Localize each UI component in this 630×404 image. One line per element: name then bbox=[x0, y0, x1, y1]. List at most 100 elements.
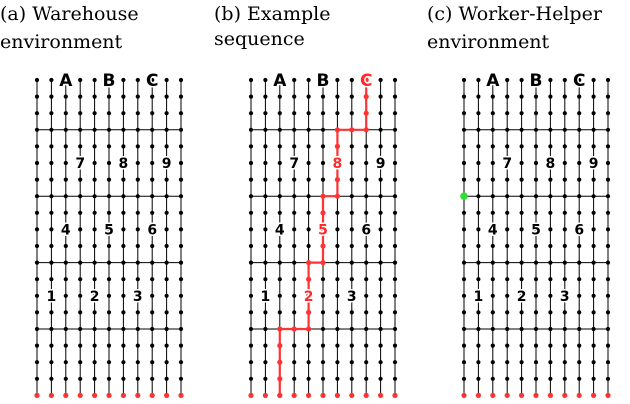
panel-c-grid-node bbox=[505, 343, 510, 348]
panel-a-grid-node bbox=[135, 310, 140, 315]
panel-b-grid-node bbox=[392, 144, 398, 149]
panel-b-grid-node bbox=[392, 94, 398, 99]
panel-a-grid-node bbox=[135, 94, 140, 99]
panel-b-grid-node bbox=[292, 376, 297, 381]
panel-c-grid-node bbox=[605, 227, 611, 232]
panel-c-grid-node bbox=[533, 210, 539, 215]
panel-b-grid-node bbox=[277, 111, 282, 116]
panel-c-grid-node bbox=[505, 144, 510, 149]
panel-a-grid-node bbox=[49, 177, 54, 182]
panel-b-grid-node bbox=[335, 310, 340, 315]
panel-b-grid-node bbox=[263, 343, 268, 348]
panel-b-grid-node bbox=[335, 360, 340, 365]
panel-a-grid-node bbox=[78, 127, 83, 132]
panel-c-grid-node bbox=[548, 77, 553, 83]
panel-b-grid-node bbox=[349, 326, 354, 332]
panel-c-dock-node bbox=[461, 392, 467, 398]
panel-c-grid-node bbox=[476, 127, 481, 132]
panel-a-grid-node bbox=[150, 343, 155, 348]
panel-a-grid-node bbox=[34, 144, 40, 149]
panel-a-grid-node bbox=[164, 111, 169, 116]
panel-b-grid-node bbox=[320, 293, 326, 298]
panel-a-grid-node bbox=[78, 227, 83, 232]
panel-a-grid-node bbox=[49, 210, 54, 215]
panel-b-path-node bbox=[277, 376, 283, 382]
panel-b-grid-node bbox=[292, 293, 297, 298]
panel-a-shelf-label-3: 3 bbox=[133, 289, 143, 305]
panel-a-grid-node bbox=[106, 277, 112, 282]
panel-c-grid-node bbox=[490, 227, 495, 232]
panel-b-grid-node bbox=[277, 293, 282, 298]
panel-c-grid-node bbox=[461, 227, 467, 232]
panel-a-grid-node bbox=[63, 260, 68, 265]
panel-c-grid-node bbox=[591, 127, 596, 132]
panel-b-path-node bbox=[277, 392, 283, 398]
panel-b-dock-node bbox=[334, 392, 340, 398]
panel-a-grid-node bbox=[164, 227, 169, 232]
panel-a-grid-node bbox=[78, 77, 83, 83]
panel-a-grid-node bbox=[178, 343, 184, 348]
panel-a-grid-node bbox=[164, 177, 169, 182]
panel-a-grid-node bbox=[78, 243, 83, 249]
panel-c-grid-node bbox=[548, 127, 553, 132]
panel-b-grid-node bbox=[349, 194, 354, 199]
panel-a-grid-node bbox=[164, 210, 169, 215]
panel-b-grid-node bbox=[277, 260, 282, 265]
panel-b-grid-node bbox=[306, 210, 311, 215]
panel-a-title-line2: environment bbox=[0, 31, 123, 53]
panel-b-grid-node bbox=[349, 77, 354, 83]
panel-b-grid-node bbox=[320, 94, 326, 99]
panel-b-grid-node bbox=[263, 260, 268, 265]
panel-a-grid-node bbox=[150, 260, 155, 265]
panel-c-grid-node bbox=[533, 277, 539, 282]
panel-b-grid-node bbox=[292, 343, 297, 348]
panel-c-shelf-label-3: 3 bbox=[560, 289, 570, 305]
panel-c-grid-node bbox=[461, 293, 467, 298]
panel-c-dock-node bbox=[605, 392, 611, 398]
panel-b-grid-node bbox=[292, 260, 297, 265]
panel-b-path-node bbox=[334, 127, 340, 133]
panel-a-grid-node bbox=[150, 160, 155, 166]
panel-a-grid-node bbox=[178, 177, 184, 182]
panel-c-grid-node bbox=[476, 260, 481, 265]
panel-c-dock-node bbox=[475, 392, 481, 398]
panel-a-grid-node bbox=[121, 177, 126, 182]
panel-a-grid-node bbox=[106, 77, 112, 83]
panel-b-column-label-b: B bbox=[317, 71, 330, 91]
panel-b-grid-node bbox=[263, 326, 268, 332]
panel-a-grid-node bbox=[34, 94, 40, 99]
panel-a-grid-node bbox=[178, 293, 184, 298]
panel-b-grid-node bbox=[349, 360, 354, 365]
panel-c-grid-node bbox=[461, 160, 467, 166]
panel-a-grid-node bbox=[121, 144, 126, 149]
panel-b-dock-node bbox=[306, 392, 312, 398]
panel-a-grid-node bbox=[106, 127, 112, 132]
panel-b-grid-node bbox=[392, 360, 398, 365]
panel-c-grid-node bbox=[605, 77, 611, 83]
panel-c-grid-node bbox=[461, 260, 467, 265]
panel-b-grid-node bbox=[335, 260, 340, 265]
panel-a-shelf-label-1: 1 bbox=[47, 289, 57, 305]
panel-c-grid-node bbox=[562, 160, 567, 166]
panel-c-grid-node bbox=[548, 144, 553, 149]
panel-c-grid-node bbox=[562, 194, 567, 199]
panel-b-grid-node bbox=[364, 194, 369, 199]
panel-a-grid-node bbox=[78, 144, 83, 149]
panel-b-shelf-label-4: 4 bbox=[275, 222, 285, 238]
panel-a-grid-node bbox=[164, 194, 169, 199]
panel-c-grid-node bbox=[533, 94, 539, 99]
panel-b-grid-node bbox=[349, 94, 354, 99]
panel-a-grid-node bbox=[106, 243, 112, 249]
panel-c-dock-node bbox=[547, 392, 554, 398]
panel-b-grid-node bbox=[335, 293, 340, 298]
panel-b-grid-node bbox=[306, 111, 311, 116]
panel-a-grid-node bbox=[34, 376, 40, 381]
panel-b-grid-node bbox=[364, 293, 369, 298]
panel-a-dock-node bbox=[48, 392, 55, 398]
panel-a-grid-node bbox=[106, 310, 112, 315]
panel-a-grid-node bbox=[150, 310, 155, 315]
panel-c-grid-node bbox=[591, 77, 596, 83]
panel-a-grid-node bbox=[78, 94, 83, 99]
panel-c-grid-node bbox=[505, 326, 510, 332]
